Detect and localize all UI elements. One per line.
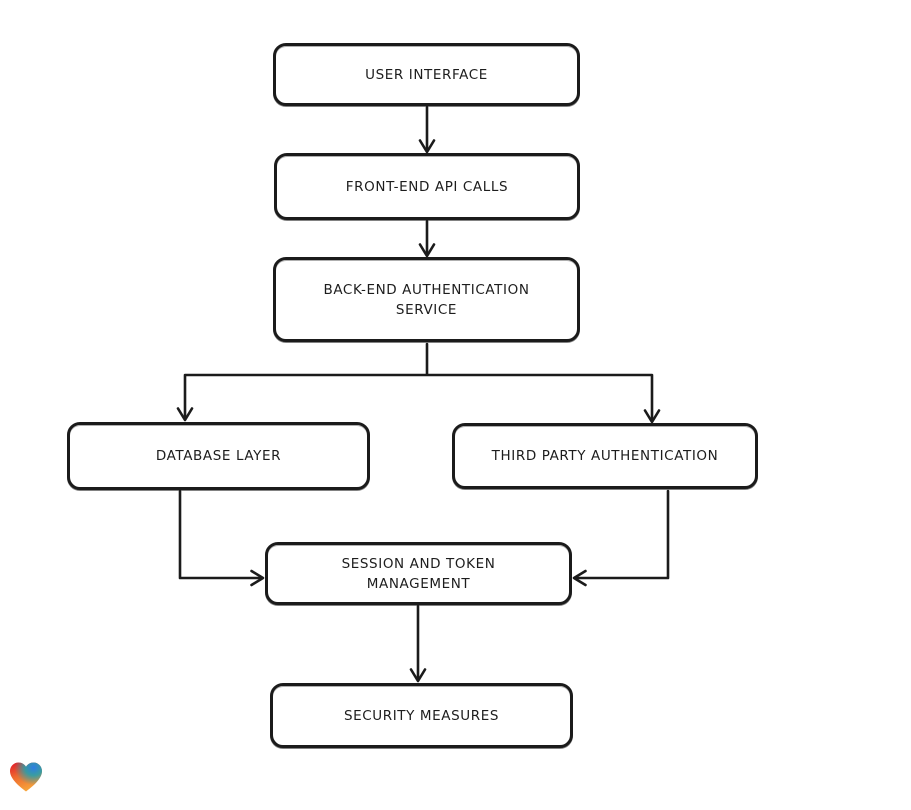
connector-frontend-to-backend (418, 219, 436, 258)
heart-logo-icon (10, 762, 42, 792)
connector-database-to-session (178, 489, 265, 587)
arrow-right-icon (250, 569, 265, 587)
connector-thirdparty-to-session (572, 489, 670, 587)
node-label-line: THIRD PARTY AUTHENTICATION (491, 448, 719, 464)
node-label-line: DATABASE LAYER (155, 448, 282, 464)
node-session-and-token-management: SESSION AND TOKEN MANAGEMENT (265, 542, 572, 605)
node-back-end-authentication-service: BACK-END AUTHENTICATION SERVICE (273, 257, 580, 342)
node-label-line: USER INTERFACE (365, 66, 488, 83)
node-label-line: FRONT-END API CALLS (345, 178, 509, 195)
node-label-line: SECURITY MEASURES (343, 707, 500, 724)
node-label-line: BACK-END AUTHENTICATION (323, 281, 530, 298)
node-third-party-authentication: THIRD PARTY AUTHENTICATION (452, 423, 758, 489)
node-database-layer: DATABASE LAYER (67, 422, 370, 490)
arrow-down-icon (176, 407, 194, 422)
node-front-end-api-calls: FRONT-END API CALLS (274, 153, 580, 220)
connector-ui-to-frontend (418, 105, 436, 154)
arrow-down-icon (643, 409, 661, 424)
connector-session-to-security (409, 604, 427, 683)
node-label-line: MANAGEMENT (366, 575, 471, 592)
node-label-line: SESSION AND TOKEN (341, 555, 496, 572)
node-label-line: SERVICE (395, 301, 458, 318)
arrow-down-icon (418, 139, 436, 154)
node-security-measures: SECURITY MEASURES (270, 683, 573, 748)
arrow-down-icon (409, 668, 427, 683)
arrow-down-icon (418, 243, 436, 258)
arrow-left-icon (572, 569, 587, 587)
node-user-interface: USER INTERFACE (273, 43, 580, 106)
connector-backend-branch (176, 342, 661, 424)
